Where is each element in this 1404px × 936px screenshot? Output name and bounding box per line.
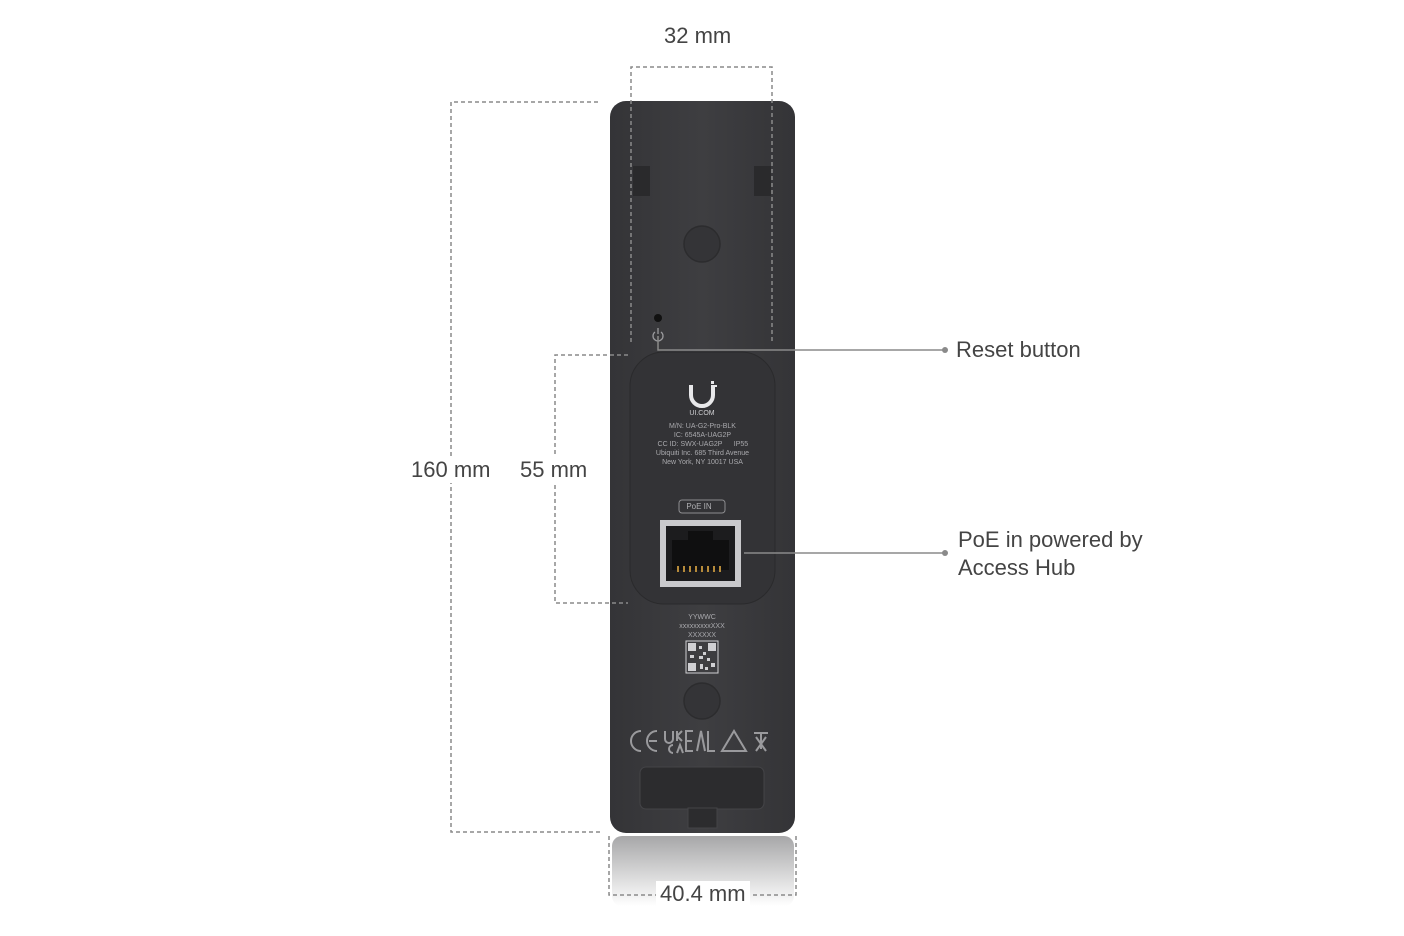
brand-text: UI.COM xyxy=(689,410,715,417)
address-line-2: New York, NY 10017 USA xyxy=(662,459,743,466)
poe-callout-line-2: Access Hub xyxy=(958,555,1076,580)
dimension-bottom-width: 40.4 mm xyxy=(656,881,750,907)
bottom-slot xyxy=(639,766,765,810)
dimension-top-width: 32 mm xyxy=(664,23,732,49)
certification-marks-icon xyxy=(630,729,768,754)
ui-logo-icon xyxy=(689,385,715,408)
poe-callout-dot xyxy=(942,550,948,556)
callout-leaders xyxy=(657,336,945,554)
qr-code xyxy=(685,640,719,674)
serial-line-1: YYWWC xyxy=(688,614,716,621)
address-line-1: Ubiquiti Inc. 685 Third Avenue xyxy=(655,450,750,457)
reset-button-callout: Reset button xyxy=(956,337,1081,362)
cc-id-text: CC ID: SWX-UAG2P xyxy=(657,441,723,448)
model-number-text: M/N: UA-G2-Pro-BLK xyxy=(669,423,736,430)
poe-in-tag xyxy=(678,499,726,514)
serial-line-3: XXXXXX xyxy=(687,632,716,639)
rj45-pins xyxy=(677,566,721,572)
dimension-total-height: 160 mm xyxy=(411,457,491,483)
serial-line-2: xxxxxxxxxXXX xyxy=(679,623,725,630)
mount-slot-right xyxy=(754,166,771,196)
mount-slot-left xyxy=(633,166,650,196)
reset-pinhole xyxy=(654,314,662,322)
ip-rating-text: IP55 xyxy=(733,441,749,448)
poe-callout-line-1: PoE in powered by xyxy=(958,527,1143,552)
ic-text: IC: 6545A-UAG2P xyxy=(673,432,732,439)
bottom-notch xyxy=(687,807,718,829)
reset-callout-dot xyxy=(942,347,948,353)
screw-hole-top xyxy=(683,225,721,263)
poe-in-label: PoE IN xyxy=(686,502,712,511)
dimension-module-height: 55 mm xyxy=(520,457,588,483)
screw-hole-bottom xyxy=(683,682,721,720)
